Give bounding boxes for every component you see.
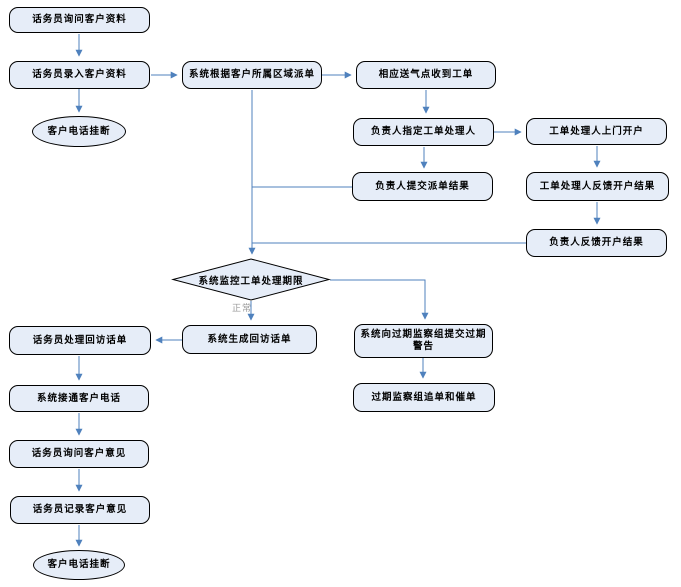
node-enter-customer-info: 话务员录入客户资料: [9, 61, 150, 89]
node-ask-customer-info: 话务员询问客户资料: [9, 7, 150, 33]
node-ask-opinion: 话务员询问客户意见: [9, 440, 149, 468]
node-leader-feedback-result: 负责人反馈开户结果: [526, 229, 667, 257]
decision-diamond-shape: [171, 258, 331, 301]
node-monitor-deadline: 系统监控工单处理期限: [198, 275, 304, 287]
node-handle-callback-sheet: 话务员处理回访话单: [9, 326, 151, 355]
node-submit-dispatch-result: 负责人提交派单结果: [352, 172, 493, 201]
node-hangup-bottom: 客户电话挂断: [33, 550, 125, 580]
node-dispatch-by-region: 系统根据客户所属区域派单: [182, 61, 322, 89]
node-assign-handler: 负责人指定工单处理人: [353, 118, 494, 146]
node-handler-feedback-result: 工单处理人反馈开户结果: [526, 172, 669, 201]
node-record-opinion: 话务员记录客户意见: [10, 496, 150, 524]
node-station-receive-order: 相应送气点收到工单: [356, 61, 496, 89]
node-handler-visit-open: 工单处理人上门开户: [526, 118, 667, 145]
node-overdue-chase: 过期监察组追单和催单: [353, 383, 495, 412]
edge-label-normal: 正常: [232, 304, 253, 314]
node-hangup-top: 客户电话挂断: [32, 116, 126, 147]
node-connect-customer-call: 系统接通客户电话: [9, 385, 149, 412]
node-overdue-warning: 系统向过期监察组提交过期警告: [354, 324, 493, 358]
node-generate-callback-sheet: 系统生成回访话单: [182, 325, 317, 354]
connector-diamond-overdue: [330, 279, 429, 320]
